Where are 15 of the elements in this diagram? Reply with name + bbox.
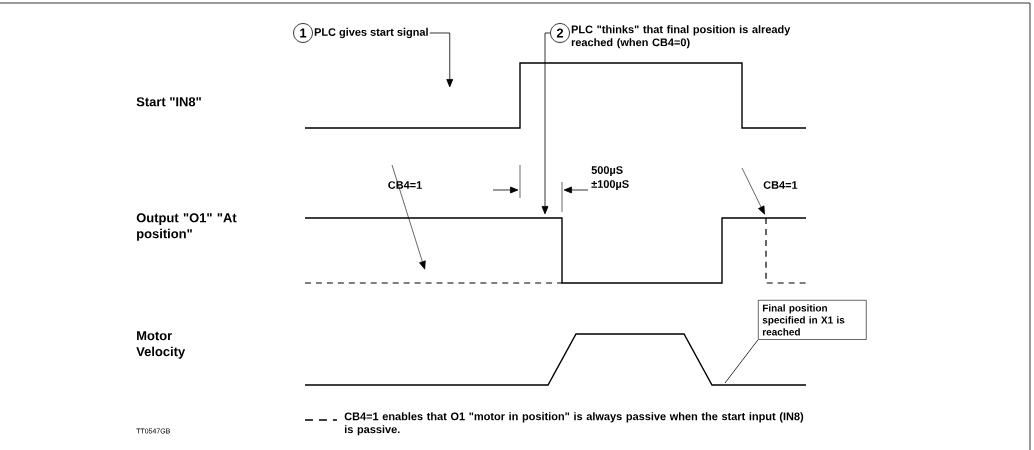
signal-label: Start "IN8": [136, 97, 201, 107]
arrow: [429, 32, 454, 88]
condition-label: CB4=1: [388, 181, 422, 189]
callout-number: 1: [293, 23, 313, 43]
note-box: Final position specified in X1 is reached: [758, 300, 867, 340]
dimension-label: 500µS ±100µS: [591, 166, 629, 191]
arrow: [541, 32, 551, 215]
callout-number: 2: [550, 23, 570, 43]
leader-line: [724, 339, 759, 384]
callout-text: PLC "thinks" that final position is already reached (when CB4=0): [571, 25, 791, 49]
signal-label: Motor Velocity: [136, 331, 186, 359]
legend-text: CB4=1 enables that O1 "motor in position" is always passive when the start input (IN8) is passive.: [344, 412, 804, 436]
condition-label: CB4=1: [763, 181, 798, 189]
callout-text: PLC gives start signal: [314, 27, 428, 39]
signal-label: Output "O1" "At position": [136, 213, 237, 241]
